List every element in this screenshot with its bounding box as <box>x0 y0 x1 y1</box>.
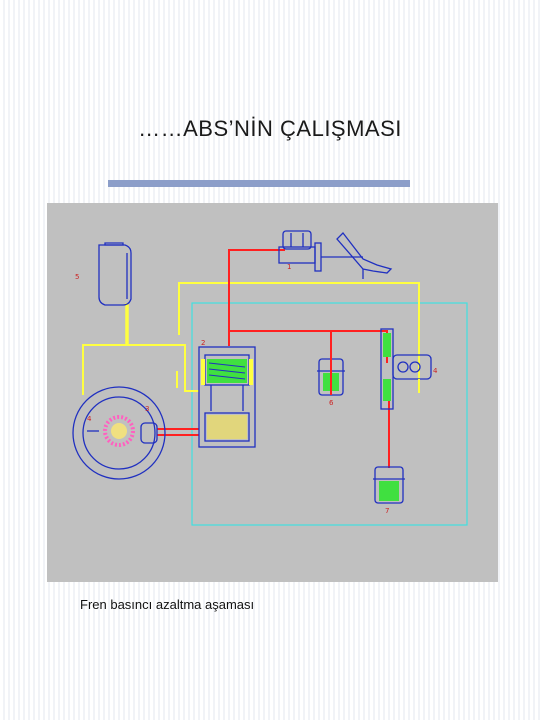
title-rule <box>108 180 410 187</box>
label-pump: 7 <box>385 507 389 515</box>
pump <box>373 466 405 504</box>
label-modulator: 2 <box>201 339 205 347</box>
reservoir <box>98 242 132 306</box>
label-wheel-sensor: 3 <box>145 405 149 413</box>
modulator-valve <box>207 415 247 439</box>
label-valve-right: 4 <box>433 367 438 375</box>
electrical-frame <box>191 302 468 526</box>
label-reservoir: 5 <box>75 273 79 281</box>
label-accumulator: 6 <box>329 399 334 407</box>
valve-right <box>380 328 432 410</box>
slide-title: ……ABS’NİN ÇALIŞMASI <box>138 116 402 141</box>
wheel-sensor <box>72 386 166 480</box>
brake-master <box>278 230 393 279</box>
label-sensor: 4 <box>87 415 92 423</box>
diagram-caption: Fren basıncı azaltma aşaması <box>80 597 255 612</box>
tone-ring <box>103 415 135 447</box>
abs-diagram: 5 1 2 <box>47 203 498 582</box>
label-brake-master: 1 <box>287 263 291 271</box>
